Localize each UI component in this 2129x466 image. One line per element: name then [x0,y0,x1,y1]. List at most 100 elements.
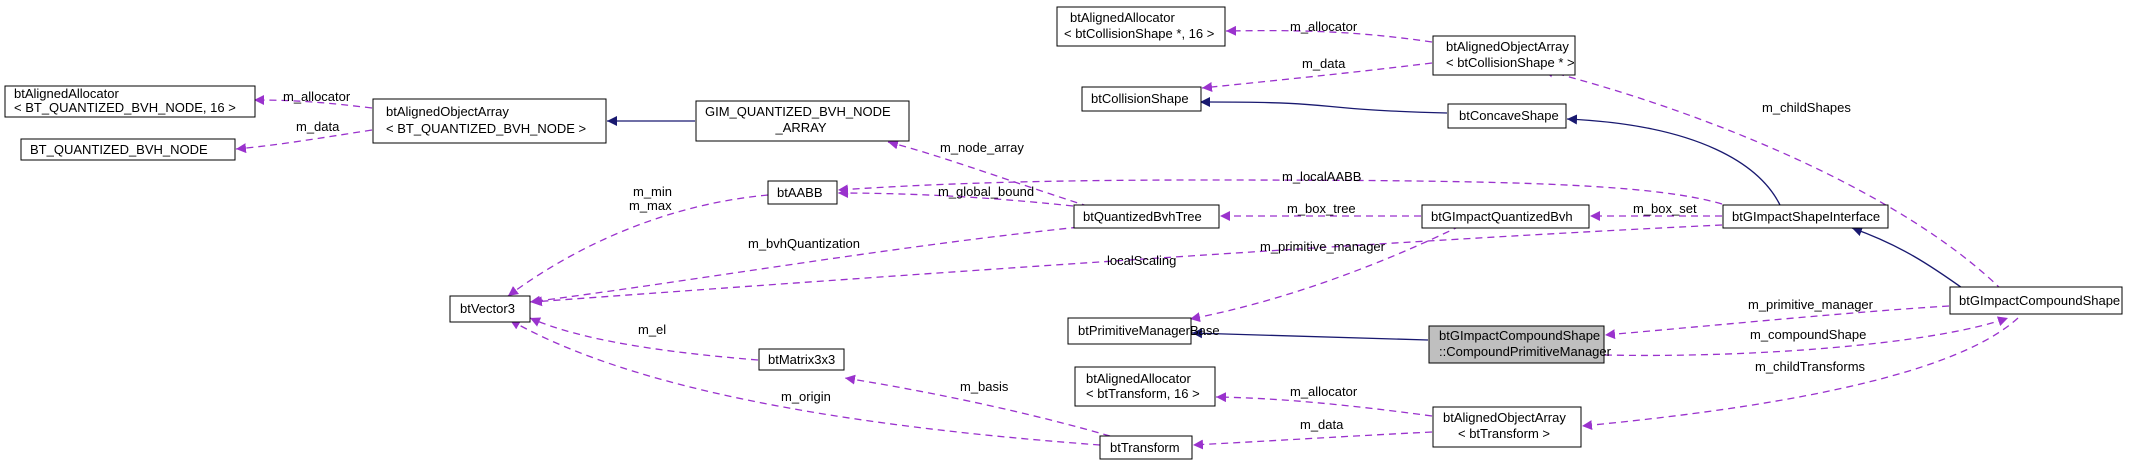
node-label: GIM_QUANTIZED_BVH_NODE [705,104,891,119]
edge-label-m-node-array: m_node_array [940,140,1024,155]
node-bt-gimpact-shape-interface[interactable]: btGImpactShapeInterface [1722,204,1889,229]
edges: m_allocator m_data m_node_array m_min m_… [235,19,2019,450]
edge-label-m-bvh-quantization: m_bvhQuantization [748,236,860,251]
edge-m-origin: m_origin [509,319,1101,446]
node-label: btTransform [1110,440,1180,455]
edge-m-local-aabb: m_localAABB [837,169,1723,205]
node-aligned-object-array-qbvh-node[interactable]: btAlignedObjectArray < BT_QUANTIZED_BVH_… [372,98,607,144]
edge-label-m-compound-shape: m_compoundShape [1750,327,1866,342]
node-aligned-allocator-collision-shape[interactable]: btAlignedAllocator < btCollisionShape *,… [1056,6,1226,47]
edge-m-node-array: m_node_array [887,139,1101,211]
edge-m-compound-shape: m_compoundShape [1604,316,2009,357]
edge-label-m-data-cs: m_data [1302,56,1346,71]
edge-m-min-max: m_min m_max [507,184,769,297]
node-label: btGImpactCompoundShape [1959,293,2120,308]
node-label: btGImpactQuantizedBvh [1431,209,1573,224]
node-bt-aabb[interactable]: btAABB [767,180,838,205]
node-aligned-allocator-transform[interactable]: btAlignedAllocator < btTransform, 16 > [1074,366,1216,407]
edge-m-child-shapes: m_childShapes [1542,67,2003,291]
node-label: btAlignedObjectArray [1443,410,1566,425]
edge-inherit-primitive-manager [1191,328,1429,341]
node-label: btCollisionShape [1091,91,1189,106]
edge-m-global-bound: m_global_bound [837,184,1074,207]
node-label: < btTransform, 16 > [1086,386,1200,401]
node-label: btVector3 [460,301,515,316]
edge-inherit-compound-shape [1851,226,1966,291]
edge-label-m-el: m_el [638,322,666,337]
node-label: btPrimitiveManagerBase [1078,323,1220,338]
node-label: btAlignedAllocator [14,86,119,101]
node-label: btAlignedObjectArray [386,104,509,119]
node-bt-vector3[interactable]: btVector3 [449,295,531,323]
node-label: btAABB [777,185,823,200]
node-bt-transform[interactable]: btTransform [1099,435,1193,460]
node-label: < BT_QUANTIZED_BVH_NODE > [386,121,586,136]
node-label: ::CompoundPrimitiveManager [1439,344,1612,359]
node-label: btGImpactShapeInterface [1732,209,1880,224]
edge-inherit-concave-shape [1200,97,1448,114]
edge-m-allocator-tr: m_allocator [1215,384,1433,417]
edge-label-m-min: m_min [633,184,672,199]
edge-m-allocator-qbvh: m_allocator [253,89,373,109]
node-aligned-allocator-qbvh-node[interactable]: btAlignedAllocator < BT_QUANTIZED_BVH_NO… [4,85,256,118]
node-bt-concave-shape[interactable]: btConcaveShape [1447,103,1567,129]
edge-label-m-box-set: m_box_set [1633,201,1697,216]
edge-m-primitive-manager-compound: m_primitive_manager [1604,297,1950,340]
edge-m-primitive-manager-qbvh: m_primitive_manager [1189,225,1461,323]
edge-inherit-gimpact-interface [1566,114,1781,206]
edge-label-m-box-tree: m_box_tree [1287,201,1356,216]
node-compound-primitive-manager[interactable]: btGImpactCompoundShape ::CompoundPrimiti… [1428,325,1612,364]
node-bt-collision-shape[interactable]: btCollisionShape [1081,86,1202,112]
node-label: btMatrix3x3 [768,352,835,367]
node-label: BT_QUANTIZED_BVH_NODE [30,142,208,157]
edge-local-scaling: localScaling [531,224,1723,307]
node-label: < btCollisionShape *, 16 > [1064,26,1214,41]
node-label: btGImpactCompoundShape [1439,328,1600,343]
node-aligned-object-array-collision-shape[interactable]: btAlignedObjectArray < btCollisionShape … [1432,35,1576,76]
edge-m-bvh-quantization: m_bvhQuantization [529,225,1091,306]
edge-m-box-tree: m_box_tree [1220,201,1421,221]
edge-label-m-primitive-manager-compound: m_primitive_manager [1748,297,1874,312]
edge-label-m-origin: m_origin [781,389,831,404]
node-label: _ARRAY [774,120,826,135]
node-label: btAlignedAllocator [1086,371,1191,386]
node-bt-quantized-bvh-node[interactable]: BT_QUANTIZED_BVH_NODE [20,138,236,161]
edge-m-box-set: m_box_set [1590,201,1722,221]
node-label: btConcaveShape [1459,108,1559,123]
edge-m-allocator-cs: m_allocator [1225,19,1433,43]
node-gim-quantized-bvh-node-array[interactable]: GIM_QUANTIZED_BVH_NODE _ARRAY [695,100,910,142]
node-label: btQuantizedBvhTree [1083,209,1202,224]
edge-label-m-allocator-tr: m_allocator [1290,384,1358,399]
node-aligned-object-array-transform[interactable]: btAlignedObjectArray < btTransform > [1432,406,1582,448]
node-bt-quantized-bvh-tree[interactable]: btQuantizedBvhTree [1073,204,1220,229]
edge-label-m-allocator-cs: m_allocator [1290,19,1358,34]
node-label: < btTransform > [1458,426,1550,441]
edge-label-m-data: m_data [296,119,340,134]
edge-label-m-child-transforms: m_childTransforms [1755,359,1866,374]
edge-label-m-child-shapes: m_childShapes [1762,100,1851,115]
edge-label-m-basis: m_basis [960,379,1009,394]
edge-label-local-scaling: localScaling [1107,253,1176,268]
node-bt-matrix3x3[interactable]: btMatrix3x3 [758,348,845,371]
edge-m-data-tr: m_data [1192,417,1433,450]
edge-m-child-transforms: m_childTransforms [1581,317,2019,431]
node-label: < BT_QUANTIZED_BVH_NODE, 16 > [14,100,236,115]
edge-label-m-primitive-manager: m_primitive_manager [1260,239,1386,254]
node-label: btAlignedObjectArray [1446,39,1569,54]
edge-label-m-max: m_max [629,198,672,213]
edge-label-m-global-bound: m_global_bound [938,184,1034,199]
edge-m-el: m_el [529,317,759,361]
node-bt-primitive-manager-base[interactable]: btPrimitiveManagerBase [1067,317,1220,345]
nodes: btAlignedAllocator < BT_QUANTIZED_BVH_NO… [4,6,2123,460]
node-bt-gimpact-compound-shape[interactable]: btGImpactCompoundShape [1949,286,2123,315]
edge-label-m-local-aabb: m_localAABB [1282,169,1361,184]
node-label: < btCollisionShape * > [1446,55,1575,70]
edge-label-m-allocator: m_allocator [283,89,351,104]
node-label: btAlignedAllocator [1070,10,1175,25]
node-bt-gimpact-quantized-bvh[interactable]: btGImpactQuantizedBvh [1421,204,1590,229]
edge-m-basis: m_basis [844,374,1111,437]
edge-m-data-cs: m_data [1201,56,1433,92]
edge-label-m-data-tr: m_data [1300,417,1344,432]
edge-m-data-qbvh: m_data [235,119,373,154]
